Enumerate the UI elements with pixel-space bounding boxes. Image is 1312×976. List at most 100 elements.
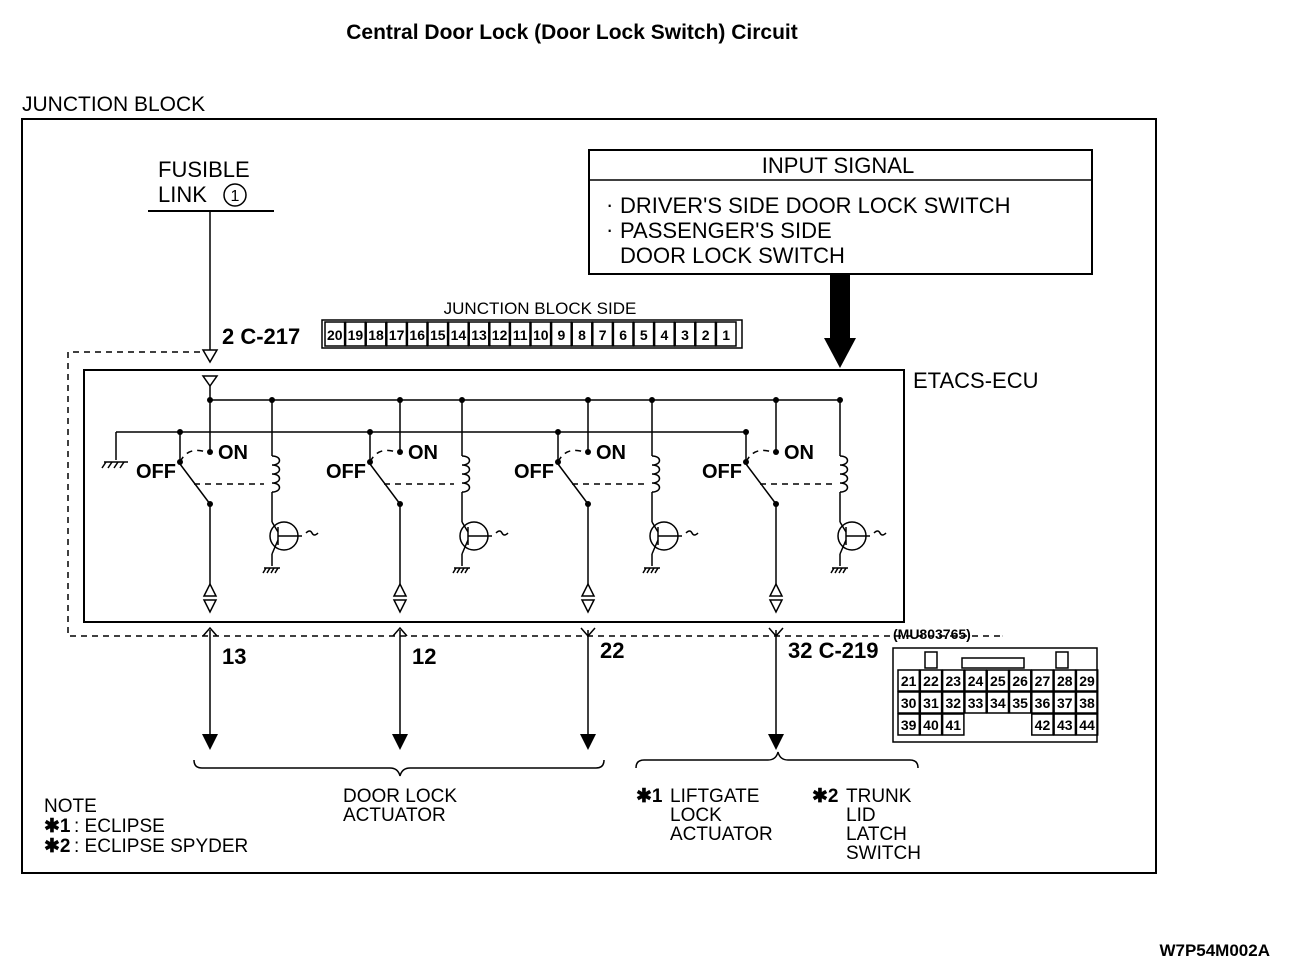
connector-pin-label: 34: [990, 695, 1006, 711]
connector-c217-label: 2 C-217: [222, 324, 300, 349]
relay-coil: [461, 455, 471, 493]
connector-pin-label: 30: [901, 695, 917, 711]
output-terminal: 22: [580, 627, 624, 750]
connector-pin-label: 17: [389, 327, 405, 343]
connector-pin-label: 2: [702, 327, 710, 343]
connector-c217-side-label: JUNCTION BLOCK SIDE: [444, 299, 637, 318]
connector-pin: [941, 713, 965, 736]
connector-pin-label: 36: [1035, 695, 1051, 711]
output-terminal: 12: [392, 626, 436, 750]
connector-pin: [964, 669, 987, 692]
connector-pin: [919, 669, 943, 692]
connector-pin: [1031, 691, 1054, 714]
connector-pin-label: 8: [578, 327, 586, 343]
connector-pin-label: 29: [1079, 673, 1095, 689]
liftgate-label: LOCK: [670, 805, 722, 826]
trunk-label: LID: [846, 805, 876, 826]
ecu-input-terminal: [201, 375, 219, 388]
relay-off-label: OFF: [326, 461, 366, 483]
connector-pin-label: 3: [681, 327, 689, 343]
input-signal-box: INPUT SIGNAL · DRIVER'S SIDE DOOR LOCK S…: [588, 149, 1093, 368]
connector-pin: [386, 321, 408, 347]
connector-c217-shell: [321, 319, 743, 349]
connector-pin: [509, 321, 531, 347]
connector-pin: [897, 691, 921, 714]
connector-pin: [550, 321, 572, 347]
ground-dashed-line: [67, 351, 1002, 637]
relay-4: OFF ON: [702, 397, 887, 614]
connector-pin-label: 13: [471, 327, 487, 343]
connector-pin-label: 28: [1057, 673, 1073, 689]
connector-pin-label: 5: [640, 327, 648, 343]
connector-pin-label: 25: [990, 673, 1006, 689]
fusible-link-number: 1: [231, 188, 240, 205]
trunk-mark: ✱2: [812, 786, 839, 807]
note-mark: ✱1: [44, 816, 71, 837]
connector-pin-label: 19: [348, 327, 364, 343]
output-terminal: 13: [202, 626, 246, 750]
input-signal-bullet: ·: [606, 217, 613, 242]
connector-pin: [489, 321, 511, 347]
outputs: 13 12 22 32 C-219: [202, 626, 879, 750]
input-signal-bullet: ·: [606, 192, 613, 217]
connector-pin: [919, 691, 943, 714]
note-text: : ECLIPSE SPYDER: [74, 836, 248, 857]
connector-pin: [653, 321, 675, 347]
door-lock-label: ACTUATOR: [343, 805, 446, 826]
connector-pin: [1053, 691, 1077, 714]
connector-pin-label: 16: [409, 327, 425, 343]
input-signal-item: PASSENGER'S SIDE: [620, 218, 832, 243]
relay-on-label: ON: [784, 442, 814, 464]
connector-pin-label: 7: [599, 327, 607, 343]
terminal-number: 32 C-219: [788, 638, 879, 663]
connector-pin-label: 23: [945, 673, 961, 689]
ecu-box: [83, 369, 905, 623]
trunk-label: LATCH: [846, 824, 907, 845]
connector-pin: [324, 321, 346, 347]
connector-pin-label: 18: [368, 327, 384, 343]
input-signal-arrow-head: [824, 338, 856, 368]
connector-c219-part-number: (MU803765): [893, 626, 971, 642]
connector-pin: [530, 321, 552, 347]
connector-pin-label: 12: [492, 327, 508, 343]
connector-pin: [633, 321, 655, 347]
input-signal-header: INPUT SIGNAL: [762, 153, 914, 178]
connector-pin-label: 14: [451, 327, 467, 343]
connector-pin-label: 15: [430, 327, 446, 343]
connector-pin-label: 41: [945, 717, 961, 733]
figure-code: W7P54M002A: [1159, 941, 1270, 960]
connector-pin: [571, 321, 593, 347]
connector-pin: [365, 321, 387, 347]
fusible-link-arrow: [201, 349, 219, 364]
fusible-link-line2: LINK: [158, 182, 207, 207]
trunk-label: SWITCH: [846, 843, 921, 864]
note-heading: NOTE: [44, 796, 97, 817]
connector-pin: [468, 321, 490, 347]
connector-pin: [897, 713, 921, 736]
liftgate-mark: ✱1: [636, 786, 663, 807]
connector-pin-label: 10: [533, 327, 549, 343]
connector-pin: [941, 669, 965, 692]
connector-pin: [612, 321, 634, 347]
connector-pin-label: 31: [923, 695, 939, 711]
connector-pin: [1053, 669, 1077, 692]
connector-pin-label: 11: [513, 327, 528, 343]
relay-coil: [839, 455, 849, 493]
liftgate-trunk-brace: [635, 751, 919, 769]
connector-pin: [695, 321, 717, 347]
connector-pin: [1075, 669, 1099, 692]
connector-pin-label: 35: [1012, 695, 1028, 711]
relay-off-label: OFF: [702, 461, 742, 483]
connector-pin-label: 42: [1035, 717, 1051, 733]
connector-pin-label: 21: [901, 673, 917, 689]
connector-pin: [592, 321, 614, 347]
connector-pin-label: 38: [1079, 695, 1095, 711]
trunk-label: TRUNK: [846, 786, 912, 807]
connector-pin: [1008, 691, 1032, 714]
